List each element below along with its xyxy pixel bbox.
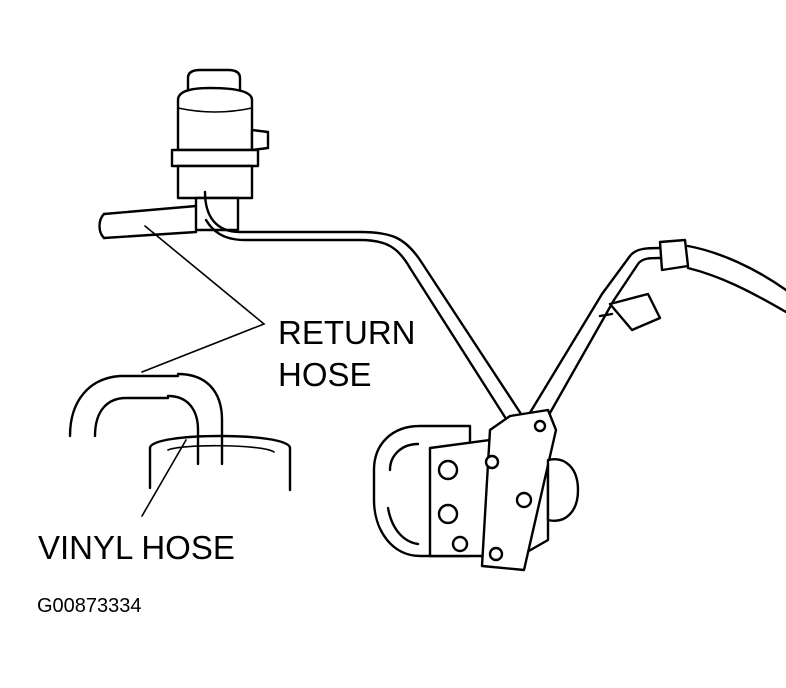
vinyl-hose-in-container (68, 372, 292, 492)
leader-lines (141, 225, 266, 517)
return-hose-label-line2: HOSE (278, 356, 372, 393)
return-hose (203, 190, 527, 427)
return-hose-label: RETURN HOSE (278, 312, 416, 396)
reservoir-left-hose (98, 204, 198, 240)
return-hose-label-line1: RETURN (278, 314, 416, 351)
pressure-line (526, 238, 786, 422)
figure-id: G00873334 (37, 595, 142, 617)
power-steering-pump (372, 408, 580, 572)
vinyl-hose-label: VINYL HOSE (38, 529, 235, 566)
